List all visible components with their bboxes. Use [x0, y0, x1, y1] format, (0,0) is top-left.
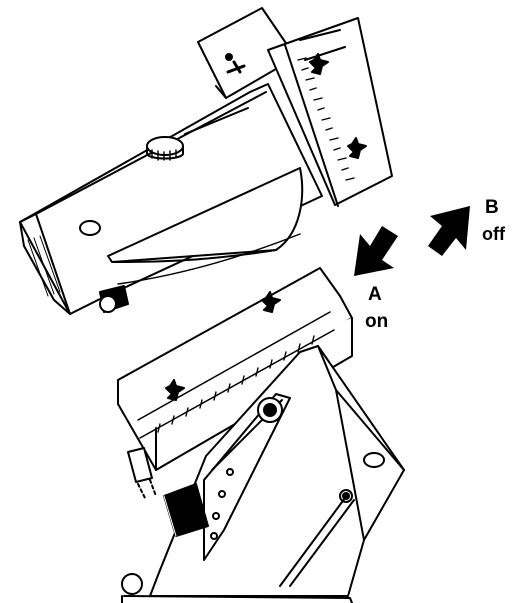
rod-knob	[339, 489, 353, 503]
slow-motion-knob	[99, 285, 129, 313]
motor-shaft-icon	[225, 53, 233, 61]
label-b: B	[485, 197, 499, 218]
label-on: on	[365, 311, 389, 332]
lower-ra-assembly	[117, 267, 405, 603]
dovetail-plate-upper	[267, 17, 393, 206]
scale-ticks-upper	[297, 57, 355, 181]
motor-lever	[226, 60, 246, 74]
arrow-up-right-icon	[428, 206, 470, 256]
lock-knob-upper-2	[347, 137, 367, 159]
arm-holes	[210, 468, 234, 540]
upper-dec-assembly	[19, 7, 393, 315]
lock-knob-upper-1	[309, 53, 329, 75]
scale-ticks-lower	[157, 335, 315, 433]
housing-hole	[79, 220, 101, 236]
adjustment-rod	[279, 493, 355, 587]
lock-knob-lower-1	[261, 291, 281, 313]
label-a: A	[368, 284, 382, 305]
label-off: off	[482, 224, 505, 244]
housing-shading	[27, 235, 61, 297]
set-screw	[127, 447, 153, 483]
clamp-knob	[146, 136, 184, 161]
lock-knob-lower-2	[165, 379, 185, 401]
arrow-down-left-icon	[354, 226, 398, 276]
foot-knob	[121, 573, 143, 595]
base-hole	[363, 452, 385, 468]
